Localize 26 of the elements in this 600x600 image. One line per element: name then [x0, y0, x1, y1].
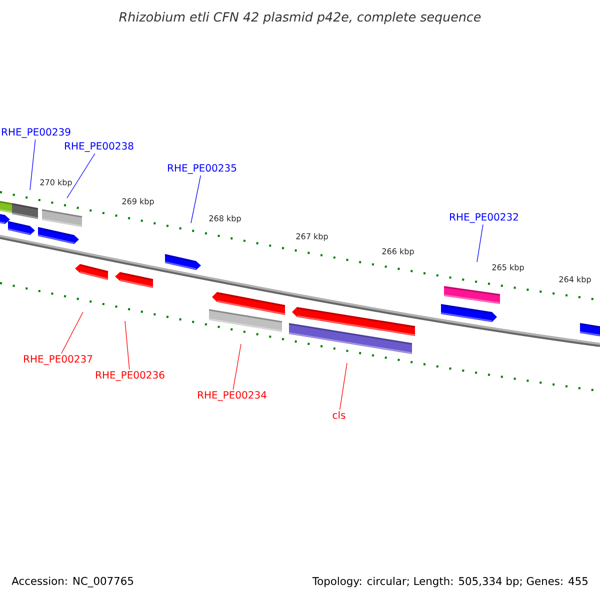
gene-label: RHE_PE00232 — [450, 213, 518, 223]
footer-text: Topology: circular; Length: 505,334 bp; Genes: 455 — [312, 576, 588, 588]
tick-label: 270 kbp — [40, 179, 72, 187]
gene-label: RHE_PE00238 — [65, 142, 134, 152]
leader-line — [124, 320, 130, 370]
gene-label: RHE_PE00239 — [2, 128, 70, 138]
gene-label: RHE_PE00236 — [96, 371, 164, 381]
footer-text: Accession: NC_007765 — [12, 576, 134, 588]
gene-label: RHE_PE00234 — [198, 391, 266, 401]
gene-label: RHE_PE00235 — [168, 164, 236, 174]
leader-line — [340, 362, 348, 410]
tick-label: 264 kbp — [559, 276, 591, 284]
gene-label: RHE_PE00237 — [24, 355, 92, 365]
leader-line — [61, 312, 84, 354]
gene-label: cls — [332, 411, 346, 419]
leader-line — [190, 175, 202, 224]
tick-label: 269 kbp — [122, 198, 154, 206]
tick-label: 266 kbp — [382, 248, 414, 256]
leader-line — [476, 224, 484, 262]
leader-line — [232, 344, 242, 390]
leader-line — [30, 139, 36, 190]
tick-label: 267 kbp — [296, 233, 328, 241]
leader-line — [66, 153, 96, 198]
title: Rhizobium etli CFN 42 plasmid p42e, complete sequence — [119, 12, 481, 24]
tick-label: 265 kbp — [492, 264, 524, 272]
tick-label: 268 kbp — [209, 215, 241, 223]
